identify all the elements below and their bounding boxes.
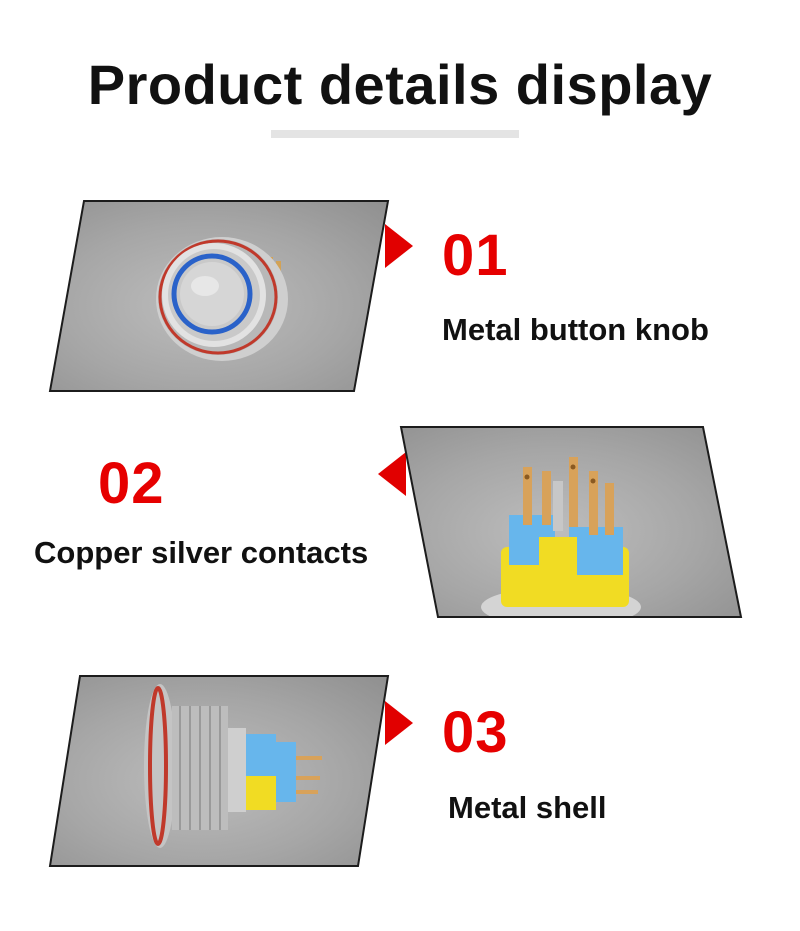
title-underline (271, 130, 519, 138)
detail-number: 01 (442, 223, 509, 288)
detail-label: Metal shell (448, 790, 607, 825)
detail-number: 03 (442, 700, 509, 765)
metal-shell-photo (50, 676, 388, 866)
pointer-arrow-left-icon (378, 452, 406, 496)
pointer-arrow-right-icon (385, 224, 413, 268)
pointer-arrow-right-icon (385, 701, 413, 745)
detail-label: Copper silver contacts (34, 535, 369, 570)
detail-label: Metal button knob (442, 312, 709, 347)
copper-silver-contacts-photo (401, 427, 741, 617)
page-title: Product details display (87, 53, 713, 116)
metal-button-knob-photo (50, 201, 388, 391)
detail-number: 02 (98, 451, 165, 516)
